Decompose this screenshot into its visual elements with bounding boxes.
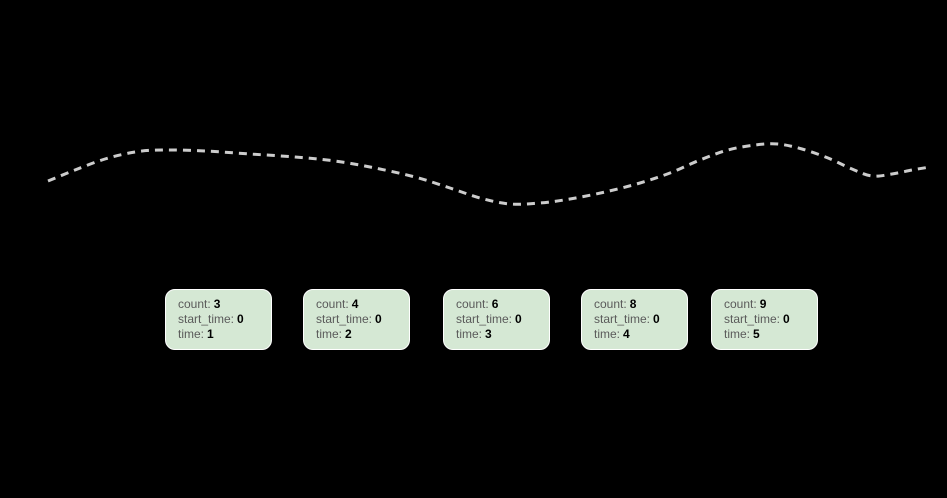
dashed-curve <box>47 142 931 206</box>
count-row: count:3 <box>178 297 271 312</box>
count-label: count: <box>178 297 211 311</box>
count-value: 8 <box>629 297 637 311</box>
start-time-value: 0 <box>375 312 382 326</box>
start-time-value: 0 <box>783 312 790 326</box>
count-row: count:9 <box>724 297 817 312</box>
start-time-label: start_time: <box>594 312 651 326</box>
count-label: count: <box>594 297 627 311</box>
count-value: 4 <box>351 297 359 311</box>
start-time-row: start_time:0 <box>178 312 271 327</box>
count-value: 9 <box>759 297 767 311</box>
count-label: count: <box>316 297 349 311</box>
time-value: 5 <box>753 327 760 341</box>
state-node-5: count:9 start_time:0 time:5 <box>711 289 818 350</box>
start-time-label: start_time: <box>456 312 513 326</box>
start-time-row: start_time:0 <box>594 312 687 327</box>
time-row: time:5 <box>724 327 817 342</box>
time-label: time: <box>724 327 751 341</box>
count-value: 3 <box>213 297 221 311</box>
count-value: 6 <box>491 297 499 311</box>
start-time-row: start_time:0 <box>456 312 549 327</box>
start-time-label: start_time: <box>178 312 235 326</box>
time-row: time:2 <box>316 327 409 342</box>
time-value: 1 <box>207 327 214 341</box>
time-row: time:3 <box>456 327 549 342</box>
state-node-1: count:3 start_time:0 time:1 <box>165 289 272 350</box>
time-row: time:1 <box>178 327 271 342</box>
start-time-row: start_time:0 <box>724 312 817 327</box>
count-label: count: <box>724 297 757 311</box>
start-time-value: 0 <box>237 312 244 326</box>
time-label: time: <box>178 327 205 341</box>
time-value: 3 <box>485 327 492 341</box>
time-value: 4 <box>623 327 630 341</box>
time-label: time: <box>594 327 621 341</box>
time-row: time:4 <box>594 327 687 342</box>
start-time-row: start_time:0 <box>316 312 409 327</box>
start-time-label: start_time: <box>316 312 373 326</box>
count-row: count:8 <box>594 297 687 312</box>
start-time-label: start_time: <box>724 312 781 326</box>
time-label: time: <box>316 327 343 341</box>
time-label: time: <box>456 327 483 341</box>
start-time-value: 0 <box>515 312 522 326</box>
count-row: count:4 <box>316 297 409 312</box>
count-label: count: <box>456 297 489 311</box>
count-row: count:6 <box>456 297 549 312</box>
state-node-3: count:6 start_time:0 time:3 <box>443 289 550 350</box>
state-node-2: count:4 start_time:0 time:2 <box>303 289 410 350</box>
start-time-value: 0 <box>653 312 660 326</box>
state-node-4: count:8 start_time:0 time:4 <box>581 289 688 350</box>
time-value: 2 <box>345 327 352 341</box>
